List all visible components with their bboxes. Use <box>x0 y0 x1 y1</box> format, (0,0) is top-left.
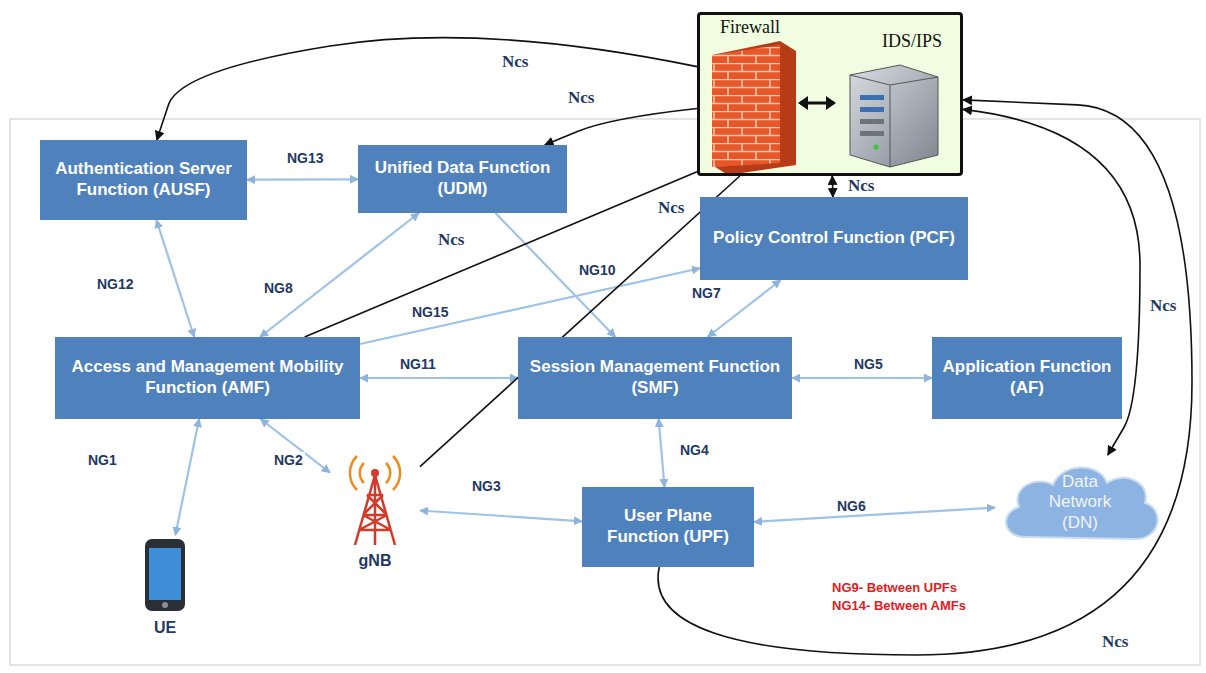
node-text: Policy Control Function (PCF) <box>713 228 955 249</box>
note-label: NG14- Between AMFs <box>832 598 966 613</box>
interface-connector <box>360 268 700 344</box>
security-connector <box>420 176 740 467</box>
interface-connector <box>754 508 995 522</box>
interface-label: NG12 <box>95 276 136 292</box>
security-label: Ncs <box>500 52 530 72</box>
node-text: IDS/IPS <box>882 31 942 52</box>
antenna-tower-icon <box>330 445 420 550</box>
process-box: Authentication Server Function (AUSF) <box>40 140 247 220</box>
interface-label: NG13 <box>285 150 326 166</box>
interface-connector <box>156 220 194 337</box>
node-text: Unified Data Function (UDM) <box>366 158 559 199</box>
interface-label: NG4 <box>678 442 711 458</box>
interface-label: NG2 <box>272 452 305 468</box>
security-label: Ncs <box>846 176 876 196</box>
device-node: UE <box>130 535 200 637</box>
device-node: gNB <box>330 445 420 570</box>
security-label: Ncs <box>566 88 596 108</box>
security-label: Ncs <box>436 230 466 250</box>
interface-connector <box>420 511 582 522</box>
security-label: Ncs <box>1148 296 1178 316</box>
node-text: Authentication Server Function (AUSF) <box>48 159 239 200</box>
phone-icon <box>130 535 200 615</box>
note-label: NG9- Between UPFs <box>832 580 957 595</box>
node-text: Firewall <box>720 17 780 38</box>
node-text: gNB <box>330 552 420 570</box>
interface-connector <box>260 213 419 337</box>
security-connector <box>157 38 697 140</box>
network-cloud: Data Network (DN) <box>995 455 1165 550</box>
interface-connector <box>659 419 665 487</box>
interface-label: NG7 <box>690 285 723 301</box>
process-box: Application Function (AF) <box>932 337 1122 419</box>
interface-connector <box>175 419 199 535</box>
interface-connector <box>261 419 331 473</box>
interface-label: NG5 <box>852 356 885 372</box>
interface-label: NG10 <box>577 262 618 278</box>
process-box: Session Management Function (SMF) <box>518 337 792 419</box>
process-box: User Plane Function (UPF) <box>582 487 754 567</box>
process-box: Unified Data Function (UDM) <box>358 145 567 213</box>
security-connector <box>831 176 833 197</box>
interface-label: NG6 <box>835 498 868 514</box>
interface-label: NG3 <box>470 478 503 494</box>
security-connector <box>545 109 697 146</box>
process-box: Access and Management Mobility Function … <box>55 337 360 419</box>
node-text: UE <box>130 619 200 637</box>
core-outline <box>10 119 1200 665</box>
process-box: Policy Control Function (PCF) <box>700 197 968 280</box>
node-text: User Plane Function (UPF) <box>590 506 746 547</box>
node-text: Application Function (AF) <box>940 357 1114 398</box>
interface-connector <box>792 377 932 379</box>
security-label: Ncs <box>656 198 686 218</box>
node-text: Access and Management Mobility Function … <box>63 357 352 398</box>
interface-connector <box>247 178 358 181</box>
security-label: Ncs <box>1100 632 1130 652</box>
interface-label: NG15 <box>410 304 451 320</box>
security-container: FirewallIDS/IPS <box>697 12 963 176</box>
node-text: Data Network (DN) <box>1035 472 1125 533</box>
node-text: Session Management Function (SMF) <box>526 357 784 398</box>
interface-label: NG11 <box>398 356 438 372</box>
interface-connector <box>360 377 518 379</box>
interface-label: NG1 <box>86 452 119 468</box>
interface-label: NG8 <box>262 280 295 296</box>
